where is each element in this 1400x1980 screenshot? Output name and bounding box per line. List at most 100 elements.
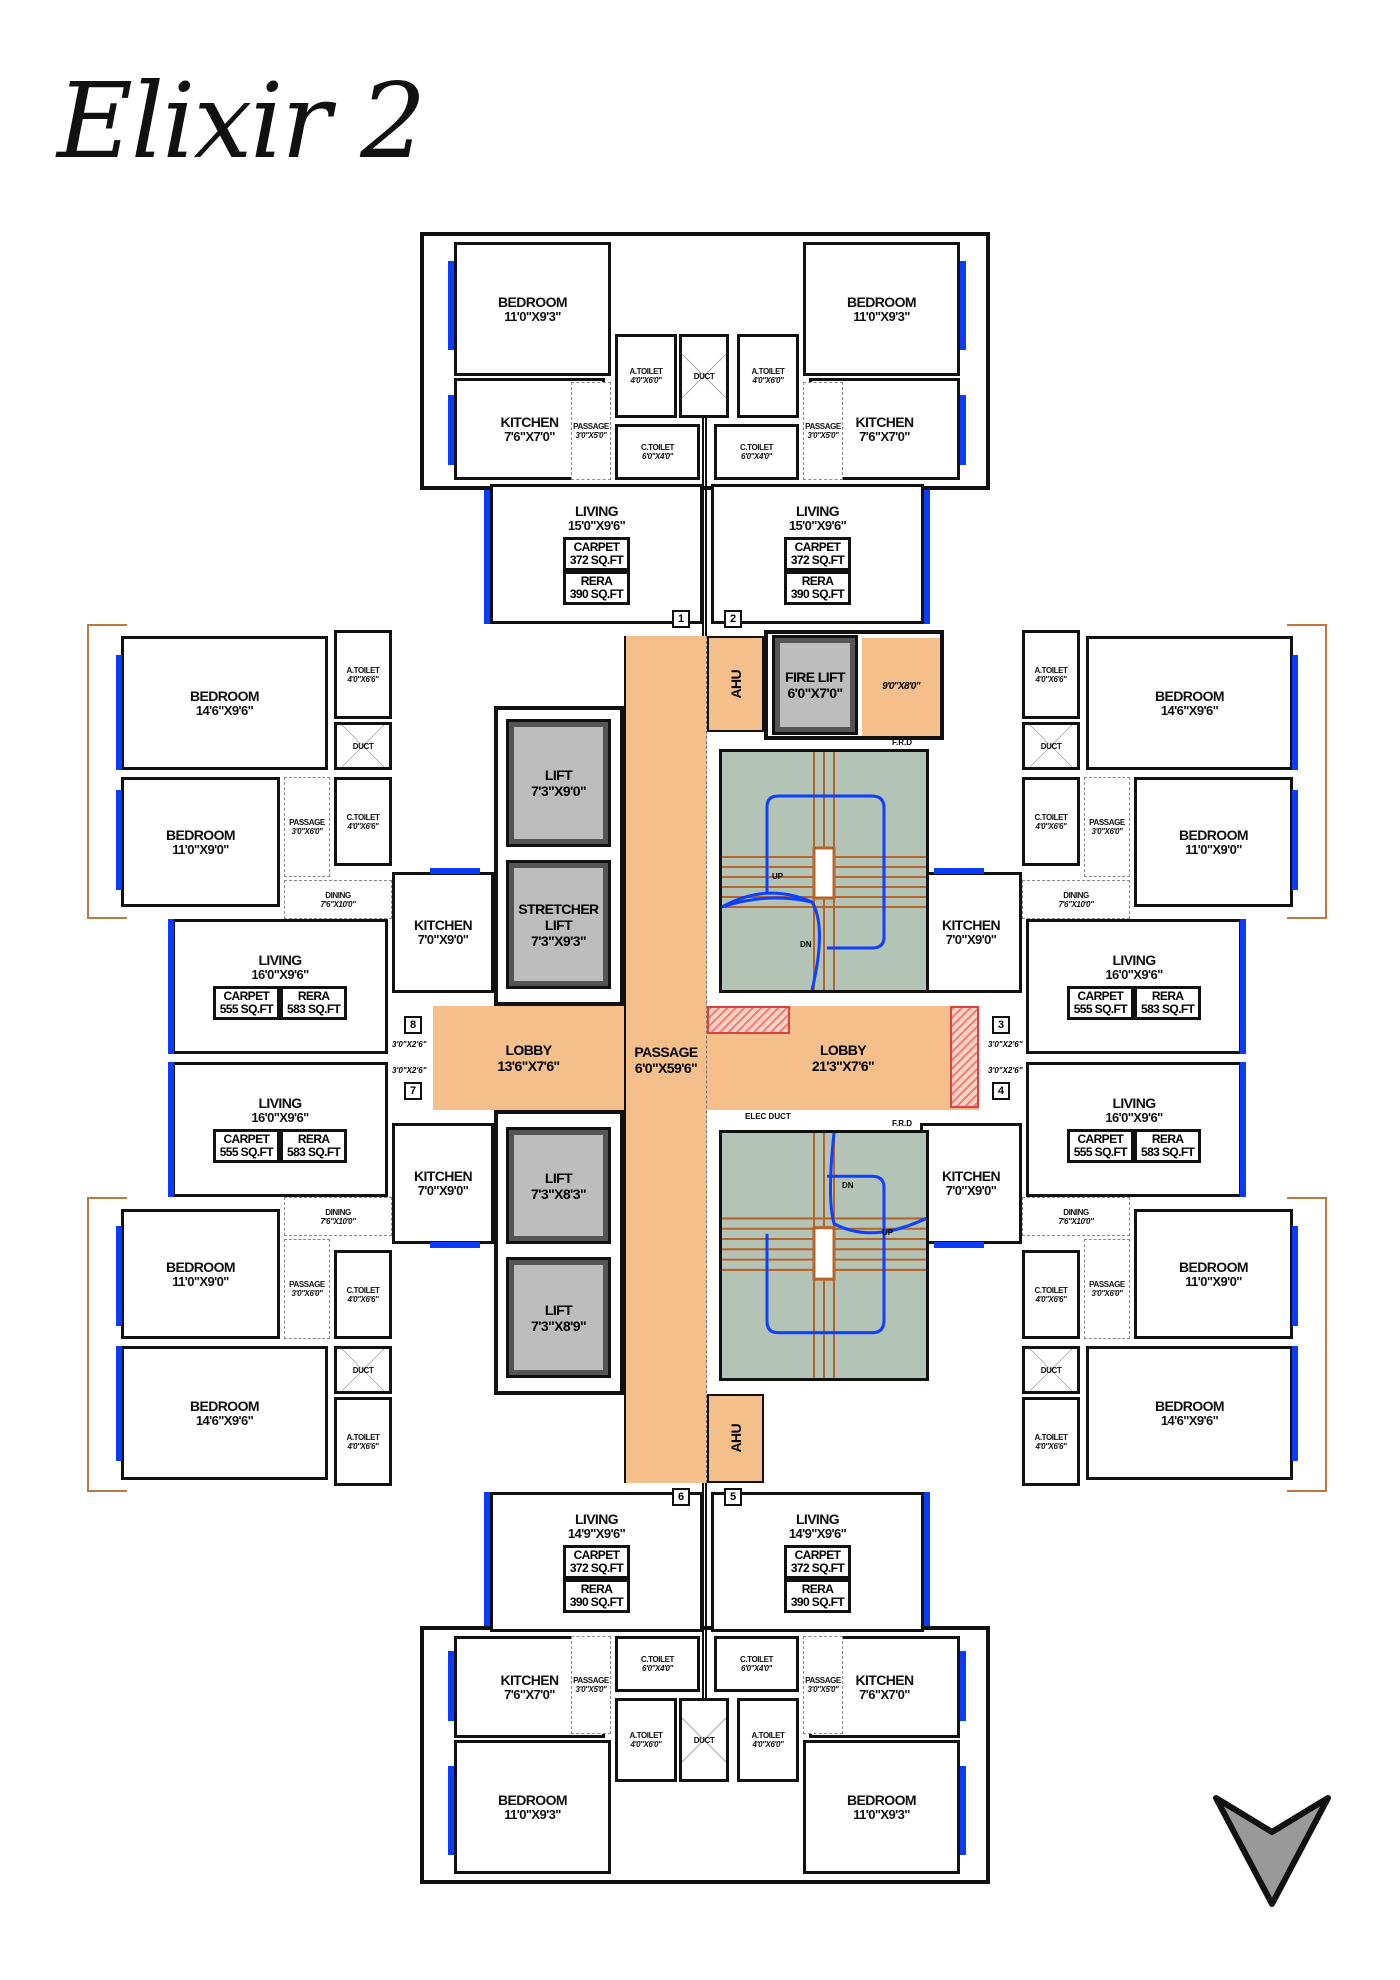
window [1240, 1062, 1246, 1197]
fire-lobby-dim: 9'0"X8'0" [882, 681, 920, 692]
room-name: C.TOILET [346, 812, 380, 822]
window [1240, 919, 1246, 1054]
window [1292, 790, 1298, 890]
passage-label: PASSAGE [634, 1043, 698, 1060]
room-dimensions: 4'0"X6'0" [752, 376, 784, 385]
lobby-left-label: LOBBY [505, 1042, 552, 1058]
fire-lift-label: FIRE LIFT [785, 669, 846, 685]
room-name: LIVING [258, 952, 302, 968]
room-name: BEDROOM [847, 293, 917, 310]
room-dimensions: 3'0"X6'0" [1091, 827, 1123, 836]
room-name: C.TOILET [1034, 812, 1068, 822]
room-dimensions: 11'0"X9'3" [504, 1806, 561, 1822]
room-name: DINING [325, 1207, 351, 1217]
stair-up-label: UP [772, 872, 784, 881]
ahu-upper-label: AHU [727, 669, 744, 699]
passage-dim: 6'0"X59'6" [634, 1059, 698, 1076]
room-name: BEDROOM [190, 1397, 260, 1414]
carpet-area-label: CARPET [223, 989, 270, 1003]
ahu-lower: AHU [707, 1394, 764, 1483]
room-dimensions: 6'0"X4'0" [642, 452, 673, 461]
room-name: PASSAGE [289, 1280, 325, 1289]
rera-area-label: RERA [1151, 1132, 1184, 1146]
rera-area-label: RERA [1151, 989, 1184, 1003]
window [430, 1242, 480, 1248]
shaft-dimensions: 3'0"X2'6" [988, 1066, 1023, 1075]
room-name: A.TOILET [629, 1731, 663, 1740]
room-dimensions: 7'6"X7'0" [504, 1686, 555, 1702]
project-title: Elixir 2 [57, 60, 426, 182]
carpet-area-value: 372 SQ.FT [790, 552, 845, 567]
window [960, 1651, 966, 1721]
room-name: PASSAGE [1089, 818, 1125, 827]
rera-area-value: 390 SQ.FT [569, 586, 624, 601]
room-name: LIVING [258, 1095, 302, 1111]
room-name: LIVING [795, 502, 840, 519]
room-duct: DUCT [1022, 722, 1080, 770]
shaft-dimensions: 3'0"X2'6" [392, 1066, 427, 1075]
room-name: C.TOILET [346, 1285, 380, 1295]
rera-area-label: RERA [580, 573, 613, 588]
stair-lower-up-label: UP [882, 1228, 894, 1237]
rera-area-label: RERA [801, 1581, 834, 1596]
center-divider-top [702, 418, 707, 636]
carpet-area-label: CARPET [223, 1132, 270, 1146]
unit-number-badge: 2 [724, 610, 742, 628]
room-name: KITCHEN [855, 413, 914, 430]
window [116, 1226, 122, 1326]
rera-area-value: 583 SQ.FT [287, 1002, 341, 1016]
carpet-area-value: 372 SQ.FT [569, 552, 624, 567]
rera-area-label: RERA [801, 573, 834, 588]
room-name: PASSAGE [1089, 1280, 1125, 1289]
unit-number-badge: 4 [992, 1082, 1010, 1100]
lift-1: LIFT 7'3"X9'0" [506, 719, 611, 847]
window [116, 655, 122, 770]
room-dimensions: 7'0"X9'0" [945, 1183, 997, 1198]
room-dimensions: 4'0"X6'0" [630, 1740, 662, 1749]
window [934, 1242, 984, 1248]
room-dimensions: 7'6"X10'0" [1058, 899, 1094, 909]
room-name: PASSAGE [805, 1676, 841, 1685]
duct-top: DUCT [679, 334, 729, 418]
staircase-lower-drawing [722, 1133, 926, 1378]
room-dimensions: 11'0"X9'3" [504, 308, 561, 324]
room-dimensions: 7'6"X10'0" [320, 1216, 356, 1226]
central-passage: PASSAGE 6'0"X59'6" [624, 636, 707, 1483]
window [924, 490, 930, 624]
ahu-lower-label: AHU [727, 1424, 744, 1453]
room-dimensions: 14'6"X9'6" [195, 702, 254, 718]
room-name: BEDROOM [1179, 826, 1249, 843]
room-dimensions: 4'0"X6'6" [1035, 1294, 1067, 1304]
staircase-upper: UP DN F.R.D [719, 738, 929, 993]
room-dimensions: 11'0"X9'0" [172, 841, 229, 857]
unit-number-badge: 8 [404, 1016, 422, 1034]
room-duct: DUCT [334, 1346, 392, 1394]
room-name: KITCHEN [413, 917, 473, 933]
room-name: PASSAGE [805, 422, 841, 431]
lift-1-label: LIFT [544, 767, 573, 783]
room-dimensions: 3'0"X5'0" [575, 431, 607, 440]
